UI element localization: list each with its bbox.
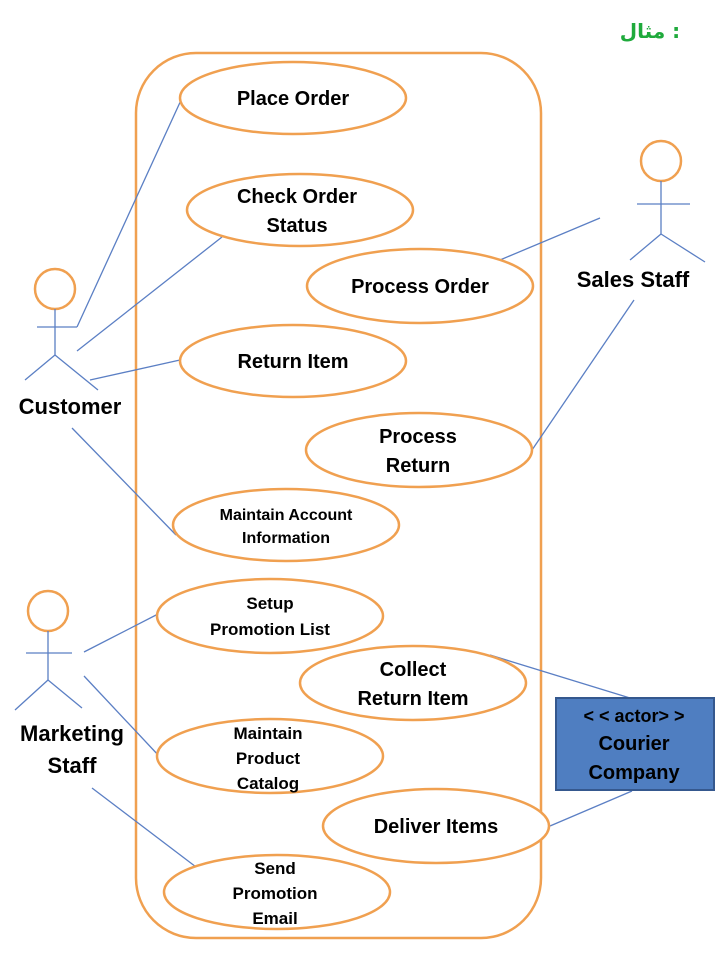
actor-figure-icon bbox=[629, 181, 706, 263]
line-customer-place-order bbox=[76, 97, 183, 328]
actor-head-icon bbox=[33, 267, 77, 311]
actor-courier-company: < < actor> > Courier Company bbox=[555, 697, 715, 791]
line-courier-collect-return bbox=[489, 654, 631, 699]
use-case-deliver-items bbox=[321, 787, 551, 865]
association-lines bbox=[71, 97, 635, 871]
use-case-return-item bbox=[178, 323, 408, 399]
use-case-label: Email bbox=[252, 909, 297, 928]
line-courier-deliver-items bbox=[549, 790, 633, 827]
system-boundary bbox=[134, 51, 543, 940]
actor-head-icon bbox=[639, 139, 683, 183]
use-case-process-return bbox=[304, 411, 534, 489]
use-case-label: Return Item bbox=[237, 351, 348, 373]
actor-marketing-staff-label-line2: Staff bbox=[48, 753, 98, 778]
use-case-label: Process Order bbox=[351, 276, 489, 298]
courier-label-line1: Courier bbox=[598, 733, 669, 755]
actor-customer: Customer bbox=[19, 267, 122, 419]
use-case-label: Deliver Items bbox=[374, 816, 499, 838]
use-case-send-promotion bbox=[162, 853, 392, 931]
diagram-title: مثال : bbox=[620, 19, 680, 43]
use-case-label: Status bbox=[266, 215, 327, 237]
actor-figure-icon bbox=[14, 631, 83, 711]
use-case-label: Process bbox=[379, 426, 457, 448]
use-case-process-order bbox=[305, 247, 535, 325]
actor-head-icon bbox=[26, 589, 70, 633]
courier-company-box bbox=[555, 697, 715, 791]
use-case-setup-promotion bbox=[155, 577, 385, 655]
use-case-label: Promotion bbox=[233, 884, 318, 903]
actor-customer-label: Customer bbox=[19, 394, 122, 419]
line-customer-return-item bbox=[89, 359, 181, 381]
line-marketing-maintain-catalog bbox=[83, 675, 161, 758]
actor-marketing-staff: Marketing Staff bbox=[14, 589, 124, 778]
line-marketing-setup-promotion bbox=[83, 612, 161, 653]
line-marketing-send-promotion bbox=[91, 787, 201, 871]
use-case-label: Return bbox=[386, 455, 450, 477]
line-sales-process-return bbox=[531, 299, 635, 451]
use-case-place-order bbox=[178, 60, 408, 136]
courier-label-line2: Company bbox=[588, 762, 680, 784]
actor-figure-icon bbox=[24, 309, 99, 391]
use-case-check-order-status bbox=[185, 172, 415, 248]
use-case-label: Maintain Account bbox=[220, 507, 353, 524]
use-case-label: Maintain bbox=[234, 724, 303, 743]
use-case-label: Promotion List bbox=[210, 620, 330, 639]
use-case-label: Send bbox=[254, 859, 296, 878]
use-case-label: Collect bbox=[380, 659, 447, 681]
line-sales-process-order bbox=[499, 217, 601, 261]
use-case-label: Return Item bbox=[357, 688, 468, 710]
use-case-label: Information bbox=[242, 530, 330, 547]
actor-sales-staff-label: Sales Staff bbox=[577, 267, 690, 292]
actor-marketing-staff-label-line1: Marketing bbox=[20, 721, 124, 746]
use-case-collect-return bbox=[298, 644, 528, 722]
use-case-maintain-account bbox=[171, 487, 401, 563]
courier-stereotype-label: < < actor> > bbox=[583, 706, 684, 726]
use-case-label: Product bbox=[236, 749, 301, 768]
use-case-maintain-catalog bbox=[155, 717, 385, 795]
use-case-label: Catalog bbox=[237, 774, 299, 793]
use-case-label: Setup bbox=[246, 594, 293, 613]
actor-sales-staff: Sales Staff bbox=[577, 139, 706, 292]
use-case-label: Check Order bbox=[237, 186, 357, 208]
line-customer-check-status bbox=[76, 236, 223, 352]
line-customer-maintain-account bbox=[71, 427, 177, 536]
use-case-label: Place Order bbox=[237, 88, 350, 110]
